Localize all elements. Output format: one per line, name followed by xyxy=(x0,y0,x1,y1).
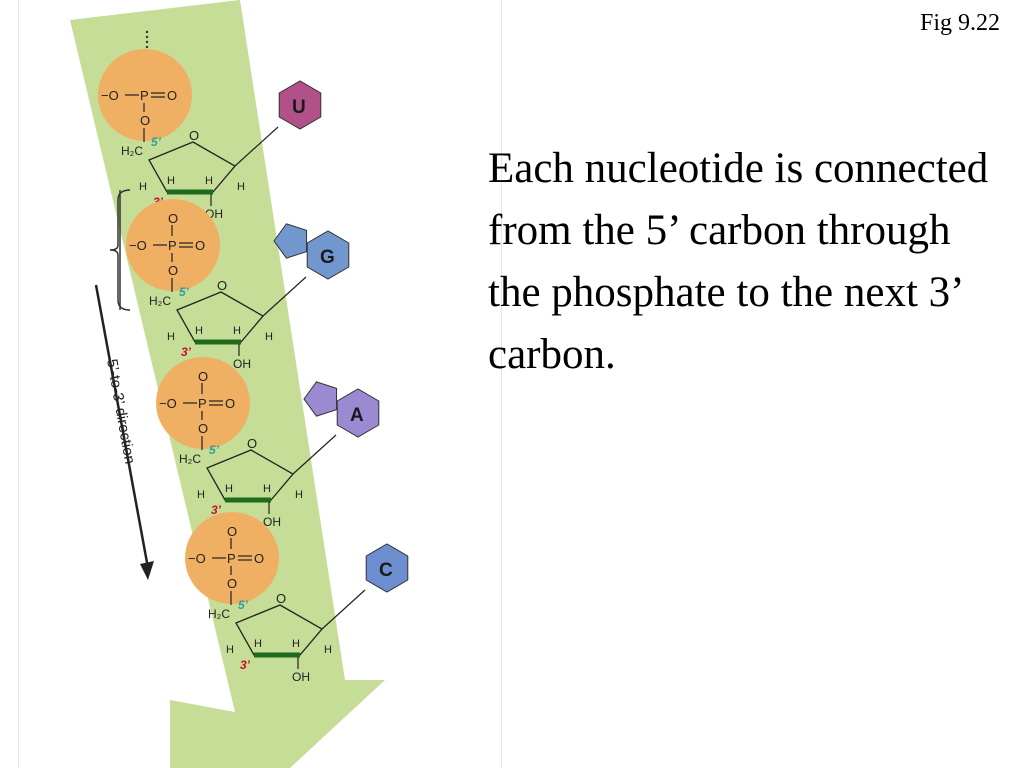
base-ring xyxy=(336,388,380,438)
sugar-oh: OH xyxy=(263,515,281,529)
three-prime-label: 3’ xyxy=(181,345,192,359)
sugar-oh: OH xyxy=(233,357,251,371)
phosphate-o-double: O xyxy=(167,88,177,103)
connector-dot xyxy=(145,35,149,39)
sugar-h: H xyxy=(292,638,300,650)
sugar-h: H xyxy=(324,644,332,656)
base-ring xyxy=(278,80,322,130)
phosphate-p: P xyxy=(140,88,149,103)
sugar-h: H xyxy=(167,175,175,187)
phosphate-o-top: O xyxy=(198,369,208,384)
sugar-ring-o: O xyxy=(189,128,199,143)
three-prime-label: 3’ xyxy=(240,658,251,672)
sugar-ch2: H₂C xyxy=(179,452,201,466)
sugar-h: H xyxy=(195,325,203,337)
connector-dot xyxy=(145,40,149,44)
five-prime-label: 5’ xyxy=(151,135,162,149)
sugar-ring-o: O xyxy=(276,591,286,606)
sugar-ring xyxy=(206,449,295,501)
base-letter-cytosine: C xyxy=(379,560,393,581)
base-ring xyxy=(273,223,308,259)
phosphate-group xyxy=(98,49,192,141)
sugar-h: H xyxy=(265,331,273,343)
sugar-h: H xyxy=(205,175,213,187)
phosphate-o-minus: −O xyxy=(129,238,147,253)
dna-strand-diagram: 5’-to-3’ direction −OPOOH₂C5’OHHHH3’OHU−… xyxy=(70,0,409,768)
connector-dot xyxy=(145,30,149,34)
base-ring xyxy=(365,543,409,593)
bracket-curve xyxy=(109,189,131,311)
phosphate-o-minus: −O xyxy=(159,396,177,411)
three-prime-label: 3’ xyxy=(211,503,222,517)
phosphate-o-bottom: O xyxy=(168,263,178,278)
sugar-h: H xyxy=(233,325,241,337)
figure-label: Fig 9.22 xyxy=(919,10,1000,36)
sugar-h: H xyxy=(295,489,303,501)
phosphate-o-bottom: O xyxy=(198,421,208,436)
sugar-oh: OH xyxy=(292,670,310,684)
base-letter-adenine: A xyxy=(350,405,364,426)
sugar-ch2: H₂C xyxy=(208,607,230,621)
direction-arrow-head xyxy=(140,561,154,580)
sugar-h: H xyxy=(237,181,245,193)
direction-label: 5’-to-3’ direction xyxy=(103,358,138,466)
sugar-h: H xyxy=(167,331,175,343)
phosphate-o-minus: −O xyxy=(101,88,119,103)
connector-dot xyxy=(145,45,149,49)
phosphate-o-minus: −O xyxy=(188,551,206,566)
base-letter-uracil: U xyxy=(292,97,306,118)
glycosidic-bond xyxy=(292,434,337,475)
sugar-ring xyxy=(176,291,265,343)
five-prime-label: 5’ xyxy=(179,285,190,299)
sugar-h: H xyxy=(197,489,205,501)
phosphate-p: P xyxy=(227,551,236,566)
sugar-ring-o: O xyxy=(217,278,227,293)
phosphate-o-double: O xyxy=(195,238,205,253)
base-letter-guanine: G xyxy=(320,247,335,268)
phosphate-o-double: O xyxy=(225,396,235,411)
phosphate-p: P xyxy=(168,238,177,253)
sugar-ring-o: O xyxy=(247,436,257,451)
sugar-ch2: H₂C xyxy=(121,144,143,158)
sugar-ring xyxy=(235,604,324,656)
glycosidic-bond xyxy=(321,589,366,630)
phosphate-group xyxy=(185,512,279,604)
glycosidic-bond xyxy=(234,126,279,167)
phosphate-group xyxy=(156,357,250,449)
sugar-h: H xyxy=(254,638,262,650)
direction-arrow-line xyxy=(94,284,150,569)
phosphate-p: P xyxy=(198,396,207,411)
glycosidic-bond xyxy=(262,276,307,317)
five-prime-label: 5’ xyxy=(209,443,220,457)
sugar-ring xyxy=(148,141,237,193)
sugar-h: H xyxy=(263,483,271,495)
left-frame-line xyxy=(18,0,19,768)
sugar-h: H xyxy=(226,644,234,656)
phosphate-o-bottom: O xyxy=(227,576,237,591)
five-prime-label: 5’ xyxy=(238,598,249,612)
base-ring xyxy=(306,230,350,280)
sugar-h: H xyxy=(139,181,147,193)
phosphate-o-top: O xyxy=(227,524,237,539)
phosphate-o-top: O xyxy=(168,211,178,226)
center-frame-line xyxy=(501,0,502,768)
sugar-ch2: H₂C xyxy=(149,294,171,308)
phosphate-group xyxy=(126,199,220,291)
phosphate-o-bottom: O xyxy=(140,113,150,128)
slide-caption: Each nucleotide is connected from the 5’… xyxy=(488,145,989,378)
phosphate-o-double: O xyxy=(254,551,264,566)
base-ring xyxy=(303,381,338,417)
sugar-h: H xyxy=(225,483,233,495)
